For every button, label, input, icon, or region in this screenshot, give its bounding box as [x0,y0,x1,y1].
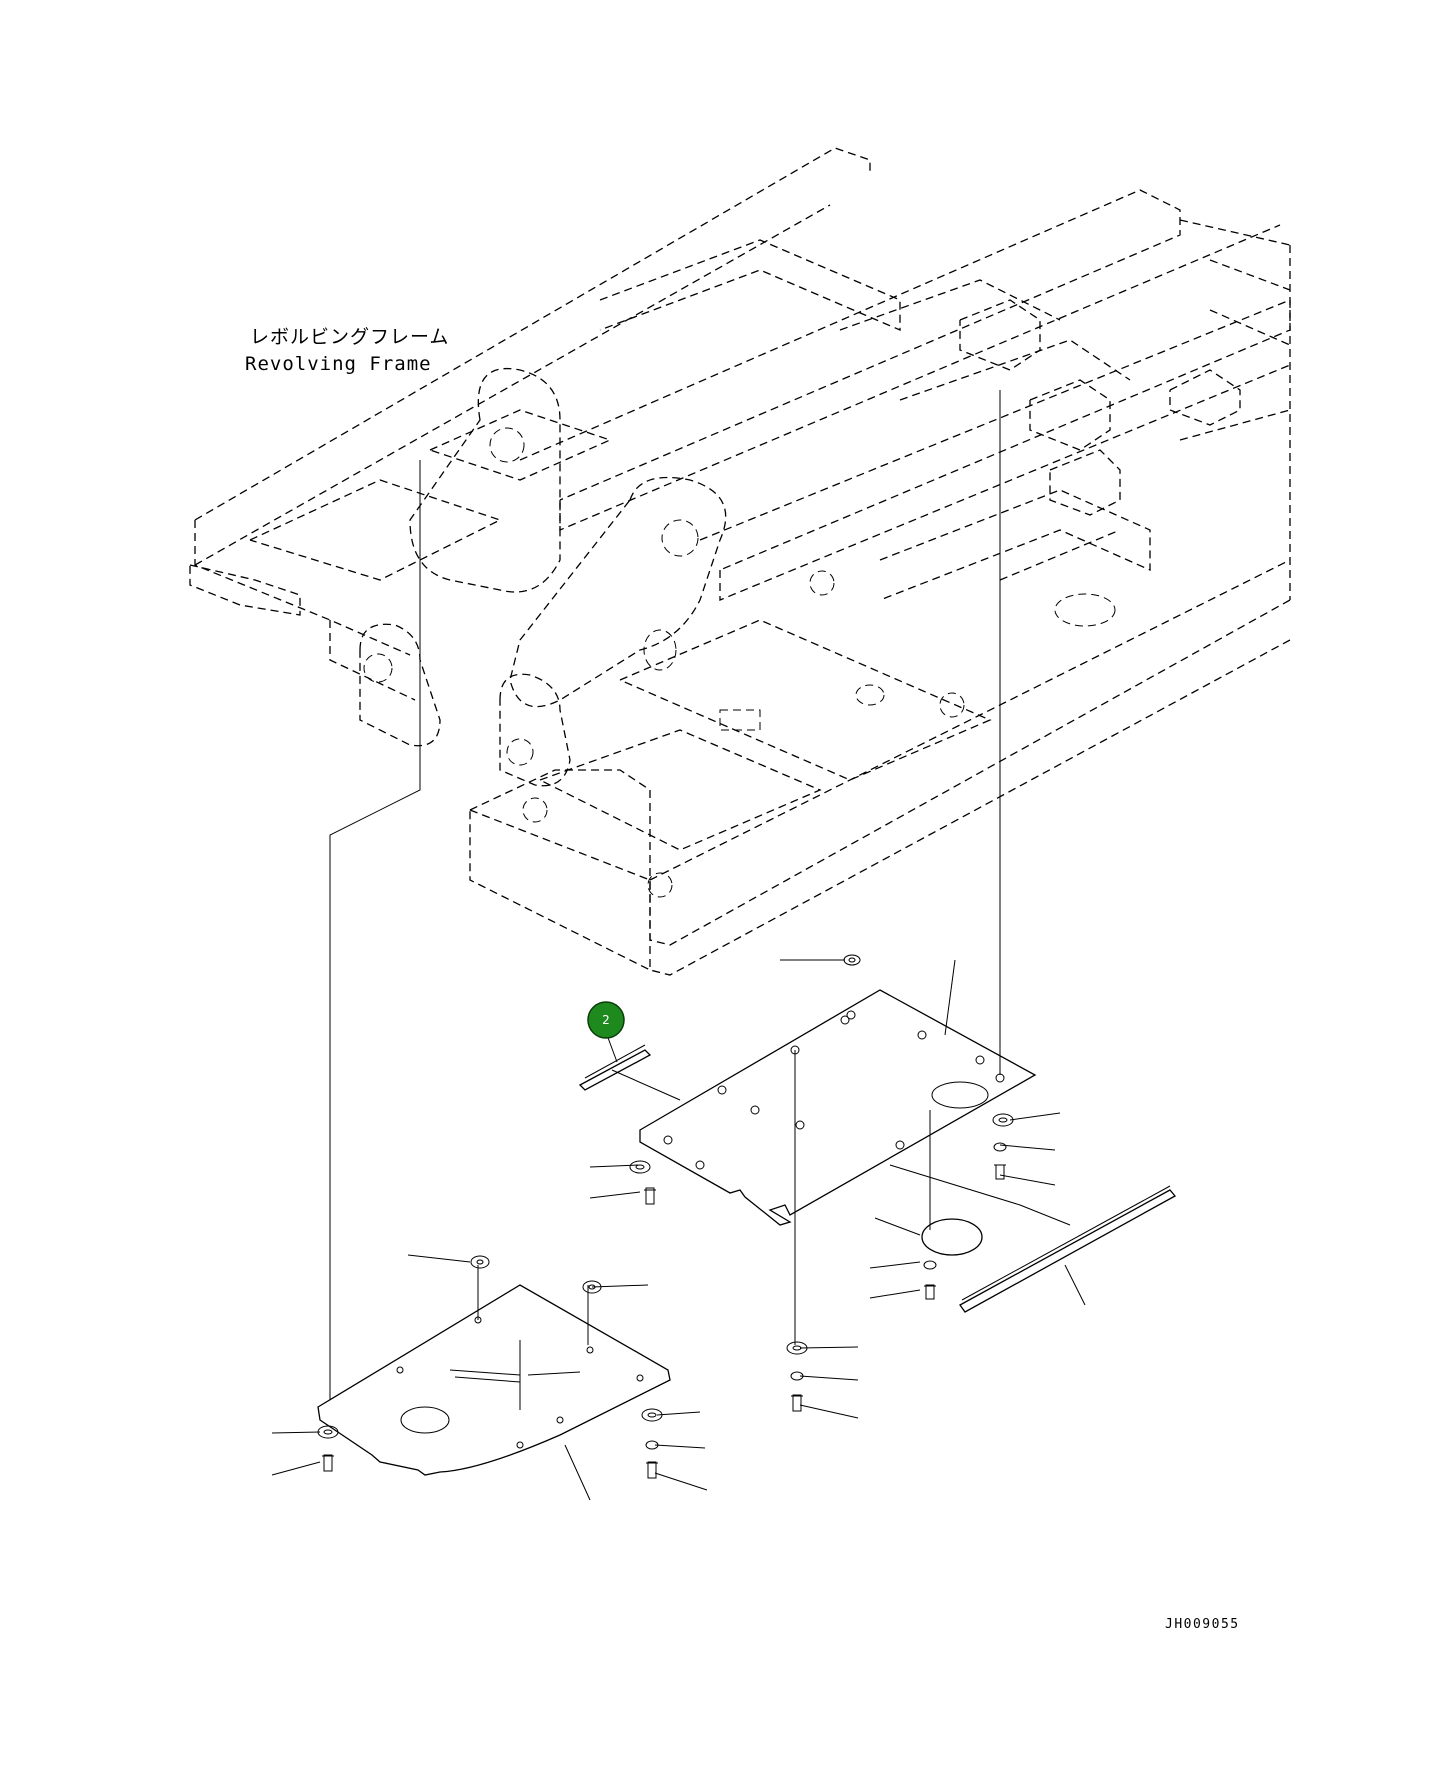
revolving-frame [189,147,1291,976]
upper-cover-plate [639,989,1037,1226]
seal-strip-right [959,1185,1177,1313]
seal-strip-left [578,1044,652,1091]
fasteners [317,954,1014,1479]
callout-circle [587,1001,625,1039]
round-cover [921,1218,983,1256]
frame-label: レボルビングフレーム Revolving Frame [245,326,449,375]
alignment-lines [271,390,1086,1501]
frame-label-en: Revolving Frame [245,353,432,375]
frame-label-jp: レボルビングフレーム [250,326,449,348]
frame-holes [363,427,1116,898]
lower-cover-plate [317,1284,671,1476]
callout-number: 2 [602,1013,610,1027]
reference-code: JH009055 [1165,1617,1240,1632]
callout-2[interactable]: 2 [587,1001,625,1063]
